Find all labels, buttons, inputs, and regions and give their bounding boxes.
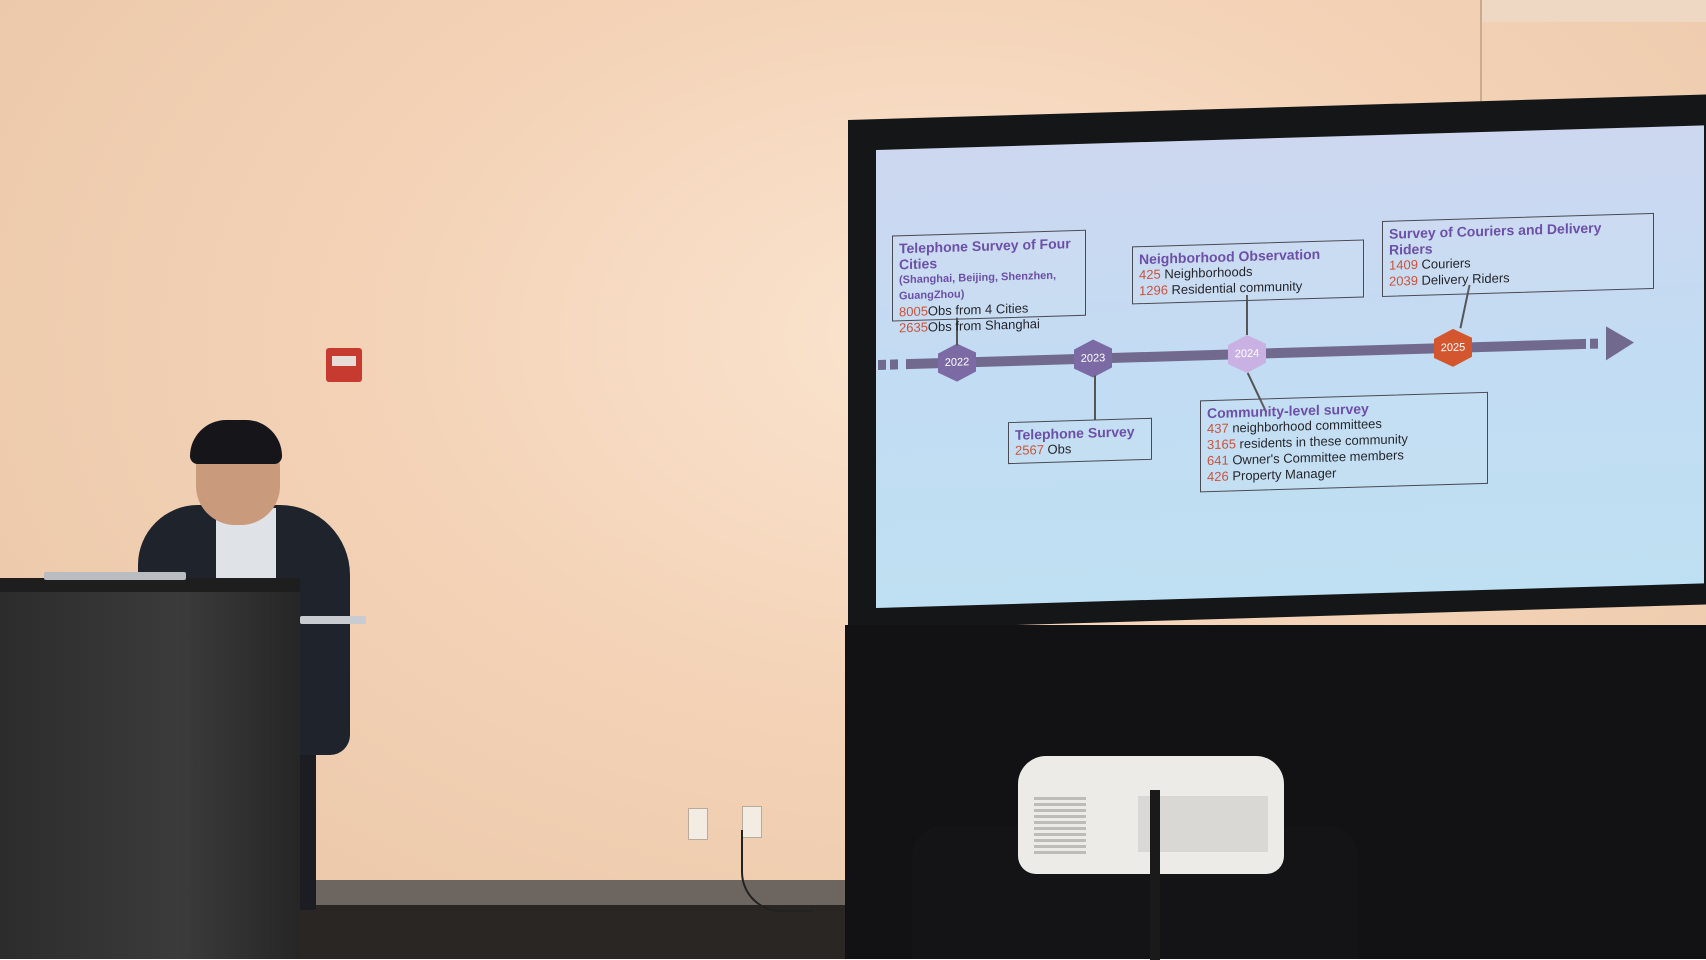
ceiling	[1480, 0, 1706, 22]
year-marker-2024: 2024	[1228, 334, 1266, 373]
survey-box-2024-bottom: Community-level survey 437 neighborhood …	[1200, 391, 1488, 493]
box-2024-bottom-line2-num: 3165	[1207, 436, 1236, 453]
box-2022-line1-text: Obs from 4 Cities	[927, 300, 1029, 319]
box-2023-line1-text: Obs	[1043, 441, 1072, 458]
box-2025-line2-text: Delivery Riders	[1417, 270, 1510, 288]
wall-outlet-left	[688, 808, 708, 840]
box-2022-cities: (Shanghai, Beijing, Shenzhen, GuangZhou)	[899, 269, 1057, 303]
fire-alarm	[326, 348, 362, 382]
podium-top	[0, 578, 300, 592]
year-marker-2023: 2023	[1074, 339, 1112, 378]
box-2024-top-line2-num: 1296	[1139, 282, 1168, 299]
year-marker-2025: 2025	[1434, 328, 1472, 367]
box-2022-line1-num: 8005	[899, 303, 928, 320]
projector-vent-grill	[1034, 796, 1086, 854]
presenter-tablet	[300, 616, 366, 624]
projector-cable	[1150, 790, 1160, 960]
box-2023-line1-num: 2567	[1015, 442, 1044, 458]
timeline-arrowhead	[1606, 325, 1634, 361]
box-2024-bottom-line3-num: 641	[1207, 452, 1229, 469]
wall-corner	[1480, 0, 1482, 135]
box-2024-bottom-line4-text: Property Manager	[1228, 465, 1337, 484]
box-2023-line1: 2567 Obs	[1015, 439, 1145, 459]
box-2024-top-line1-text: Neighborhoods	[1160, 263, 1253, 282]
projected-slide: 2022 2023 2024 2025 Telephone Survey of …	[876, 125, 1704, 608]
box-2025-line2-num: 2039	[1389, 272, 1418, 289]
box-2024-top-line1-num: 425	[1139, 266, 1161, 283]
box-2024-bottom-line1-num: 437	[1207, 420, 1229, 437]
survey-box-2023: Telephone Survey 2567 Obs	[1008, 417, 1152, 465]
box-2022-line2-text: Obs from Shanghai	[927, 316, 1040, 335]
survey-box-2022: Telephone Survey of Four Cities (Shangha…	[892, 229, 1086, 335]
podium	[0, 585, 300, 959]
timeline-dash	[878, 359, 886, 370]
timeline-dash	[890, 359, 898, 370]
survey-box-2025: Survey of Couriers and Delivery Riders 1…	[1382, 212, 1654, 297]
fire-alarm-label-plate	[332, 356, 356, 366]
presenter-hair	[190, 420, 282, 464]
box-2025-line1-text: Couriers	[1417, 255, 1471, 272]
power-cord	[741, 830, 813, 912]
survey-box-2024-top: Neighborhood Observation 425 Neighborhoo…	[1132, 239, 1364, 305]
box-2022-line2-num: 2635	[899, 319, 928, 336]
year-marker-2022: 2022	[938, 343, 976, 382]
laptop	[44, 572, 186, 580]
timeline-dash	[1590, 338, 1598, 349]
connector-2023	[1094, 375, 1096, 420]
box-2022-title: Telephone Survey of Four Cities	[899, 235, 1071, 273]
box-2025-line1-num: 1409	[1389, 256, 1418, 273]
box-2024-top-line2-text: Residential community	[1167, 278, 1303, 298]
box-2024-bottom-line4-num: 426	[1207, 468, 1229, 485]
